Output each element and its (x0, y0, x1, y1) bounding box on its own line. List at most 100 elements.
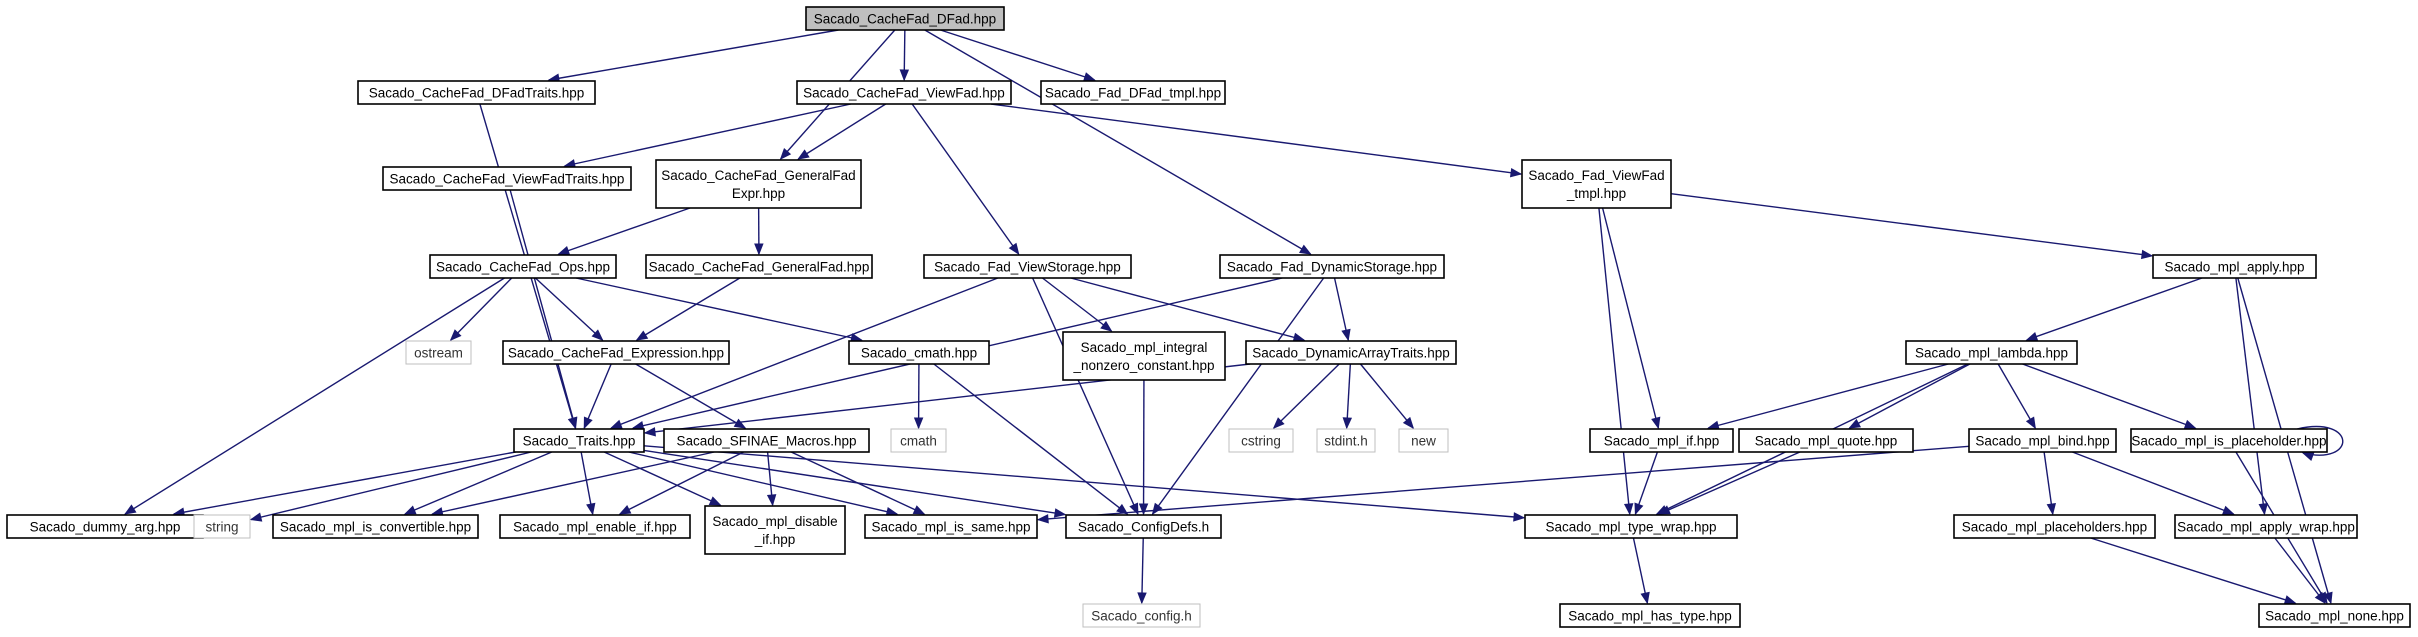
node-sfinae[interactable]: Sacado_SFINAE_Macros.hpp (663, 428, 870, 453)
edge-mpl_if-to-type_wrap (1634, 451, 1659, 516)
node-box (1219, 254, 1445, 279)
edge-dfad-to-dfadtraits (547, 29, 839, 83)
node-layer: Sacado_CacheFad_DFad.hppSacado_CacheFad_… (6, 6, 2411, 628)
node-dynarraytraits[interactable]: Sacado_DynamicArrayTraits.hpp (1245, 340, 1457, 365)
edge-mpl_lambda-to-mpl_bind (1997, 363, 2036, 430)
node-label: Sacado_mpl_enable_if.hpp (513, 520, 677, 535)
edge-expression-to-sfinae (635, 363, 747, 429)
node-cstring: cstring (1228, 428, 1294, 453)
edge-configdefs-to-config_h (1137, 537, 1147, 605)
node-ops[interactable]: Sacado_CacheFad_Ops.hpp (429, 254, 617, 279)
node-cmath: cmath (890, 428, 947, 453)
node-mpl_none[interactable]: Sacado_mpl_none.hpp (2258, 603, 2411, 628)
node-box (2174, 514, 2358, 539)
node-label: Sacado_SFINAE_Macros.hpp (676, 434, 856, 449)
node-box (357, 80, 596, 105)
node-expression[interactable]: Sacado_CacheFad_Expression.hpp (502, 340, 730, 365)
edge-sfinae-to-enable_if (618, 451, 744, 515)
node-label: new (1411, 434, 1436, 449)
edge-dynarraytraits-to-new (1359, 363, 1415, 430)
edge-dfad-to-dynamicstorage (924, 29, 1312, 255)
node-mpl_is_placeholder[interactable]: Sacado_mpl_is_placeholder.hpp (2130, 428, 2328, 453)
node-label: Sacado_dummy_arg.hpp (30, 520, 181, 535)
node-mpl_quote[interactable]: Sacado_mpl_quote.hpp (1738, 428, 1914, 453)
node-box (1968, 428, 2117, 453)
edge-traits-to-is_convertible (403, 451, 553, 515)
edge-dynamicstorage-to-configdefs (1151, 277, 1325, 516)
node-box (645, 254, 873, 279)
node-label: _if.hpp (754, 532, 796, 547)
edge-mpl_lambda-to-mpl_quote (1848, 363, 1971, 429)
node-label: Sacado_mpl_if.hpp (1604, 434, 1720, 449)
node-mpl_if[interactable]: Sacado_mpl_if.hpp (1589, 428, 1734, 453)
node-mpl_apply[interactable]: Sacado_mpl_apply.hpp (2152, 254, 2317, 279)
node-mpl_bind[interactable]: Sacado_mpl_bind.hpp (1968, 428, 2117, 453)
node-label: Expr.hpp (732, 186, 785, 201)
edge-traits-to-enable_if (580, 451, 596, 516)
edge-ops-to-ostream (449, 277, 513, 341)
node-enable_if[interactable]: Sacado_mpl_enable_if.hpp (499, 514, 691, 539)
node-viewfad[interactable]: Sacado_CacheFad_ViewFad.hpp (796, 80, 1012, 105)
node-label: stdint.h (1324, 434, 1368, 449)
node-dfad[interactable]: Sacado_CacheFad_DFad.hpp (805, 6, 1005, 31)
edge-viewfad-to-generalfadexpr (797, 103, 887, 160)
edge-mpl_lambda-to-mpl_if (1707, 363, 1949, 430)
node-box (890, 428, 947, 453)
edge-sfinae-to-is_same (790, 451, 926, 515)
edge-cmath_hpp-to-cmath (913, 363, 924, 430)
node-box (923, 254, 1132, 279)
node-is_convertible[interactable]: Sacado_mpl_is_convertible.hpp (272, 514, 479, 539)
edge-viewstorage-to-traits (609, 277, 999, 429)
node-generalfad[interactable]: Sacado_CacheFad_GeneralFad.hpp (645, 254, 873, 279)
node-box (1228, 428, 1294, 453)
node-ostream: ostream (405, 340, 472, 365)
edge-apply_wrap-to-mpl_none (2274, 537, 2326, 605)
node-disable_if[interactable]: Sacado_mpl_disable_if.hpp (704, 505, 846, 555)
node-box (1065, 514, 1222, 539)
node-box (796, 80, 1012, 105)
node-dynamicstorage[interactable]: Sacado_Fad_DynamicStorage.hpp (1219, 254, 1445, 279)
node-dfadtraits[interactable]: Sacado_CacheFad_DFadTraits.hpp (357, 80, 596, 105)
node-box (704, 505, 846, 555)
edge-generalfadexpr-to-generalfad (754, 207, 764, 256)
node-fad_dfad_tmpl[interactable]: Sacado_Fad_DFad_tmpl.hpp (1040, 80, 1226, 105)
node-box (848, 340, 990, 365)
node-traits[interactable]: Sacado_Traits.hpp (513, 428, 645, 453)
node-box (1082, 603, 1201, 628)
node-box (1398, 428, 1449, 453)
node-viewstorage[interactable]: Sacado_Fad_ViewStorage.hpp (923, 254, 1132, 279)
edge-sfinae-to-disable_if (766, 451, 777, 507)
node-label: string (205, 520, 238, 535)
node-label: Sacado_mpl_has_type.hpp (1568, 609, 1732, 624)
node-has_type[interactable]: Sacado_mpl_has_type.hpp (1559, 603, 1741, 628)
node-label: Sacado_CacheFad_Ops.hpp (436, 260, 610, 275)
node-apply_wrap[interactable]: Sacado_mpl_apply_wrap.hpp (2174, 514, 2358, 539)
edge-mpl_bind-to-placeholders (2043, 451, 2056, 516)
node-integral_nonzero[interactable]: Sacado_mpl_integral_nonzero_constant.hpp (1062, 331, 1226, 381)
node-label: Sacado_mpl_apply_wrap.hpp (2177, 520, 2355, 535)
edge-integral_nonzero-to-configdefs (1138, 379, 1149, 516)
edge-cmath_hpp-to-configdefs (933, 363, 1129, 515)
node-label: Sacado_CacheFad_DFad.hpp (814, 12, 996, 27)
edge-dynarraytraits-to-stdint (1342, 363, 1353, 430)
node-fad_viewfad_tmpl[interactable]: Sacado_Fad_ViewFad_tmpl.hpp (1521, 159, 1672, 209)
node-is_same[interactable]: Sacado_mpl_is_same.hpp (864, 514, 1038, 539)
edge-type_wrap-to-has_type (1632, 537, 1650, 605)
node-viewfadtraits[interactable]: Sacado_CacheFad_ViewFadTraits.hpp (382, 166, 632, 191)
node-label: Sacado_mpl_is_placeholder.hpp (2131, 434, 2326, 449)
node-type_wrap[interactable]: Sacado_mpl_type_wrap.hpp (1524, 514, 1738, 539)
node-label: Sacado_mpl_is_same.hpp (871, 520, 1030, 535)
node-box (1316, 428, 1376, 453)
node-label: Sacado_CacheFad_GeneralFad.hpp (649, 260, 870, 275)
node-label: Sacado_mpl_none.hpp (2265, 609, 2404, 624)
node-placeholders[interactable]: Sacado_mpl_placeholders.hpp (1953, 514, 2156, 539)
node-configdefs[interactable]: Sacado_ConfigDefs.h (1065, 514, 1222, 539)
node-mpl_lambda[interactable]: Sacado_mpl_lambda.hpp (1905, 340, 2078, 365)
node-label: Sacado_cmath.hpp (861, 346, 977, 361)
node-dummy_arg[interactable]: Sacado_dummy_arg.hpp (6, 514, 204, 539)
node-label: Sacado_mpl_placeholders.hpp (1962, 520, 2147, 535)
node-label: cstring (1241, 434, 1281, 449)
node-cmath_hpp[interactable]: Sacado_cmath.hpp (848, 340, 990, 365)
